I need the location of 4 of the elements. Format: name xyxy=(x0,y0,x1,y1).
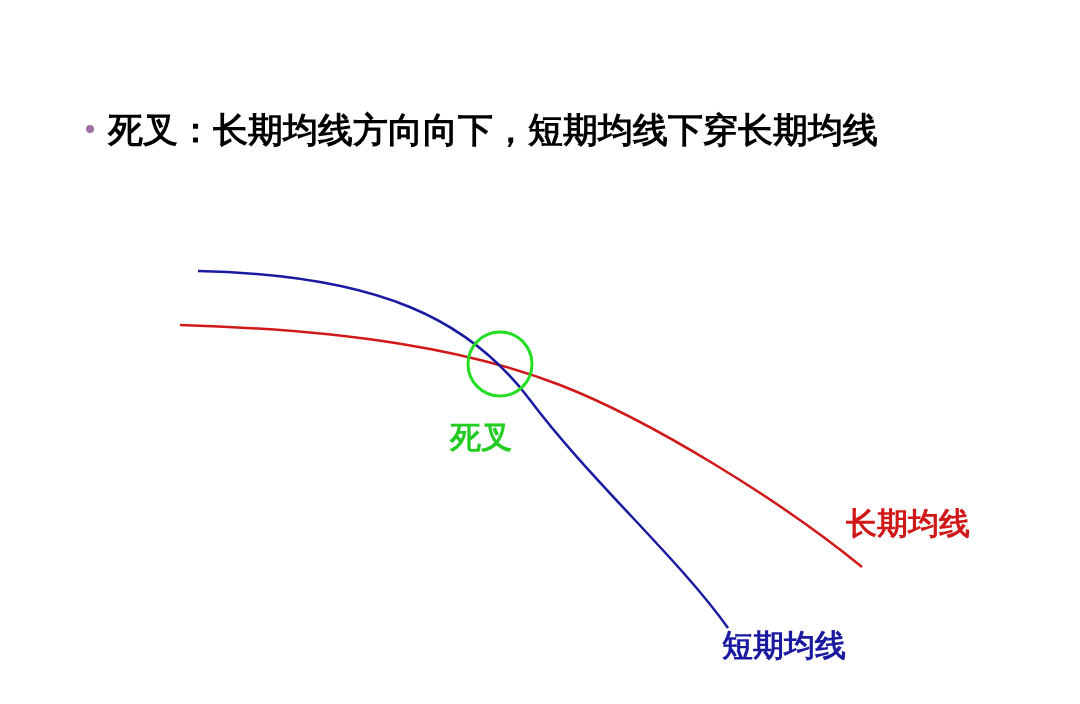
heading-text: 死叉：长期均线方向向下，短期均线下穿长期均线 xyxy=(108,109,879,152)
curve-label: 长期均线 xyxy=(846,504,970,543)
curve-label: 短期均线 xyxy=(722,626,846,665)
crossover-label: 死叉 xyxy=(450,418,512,457)
